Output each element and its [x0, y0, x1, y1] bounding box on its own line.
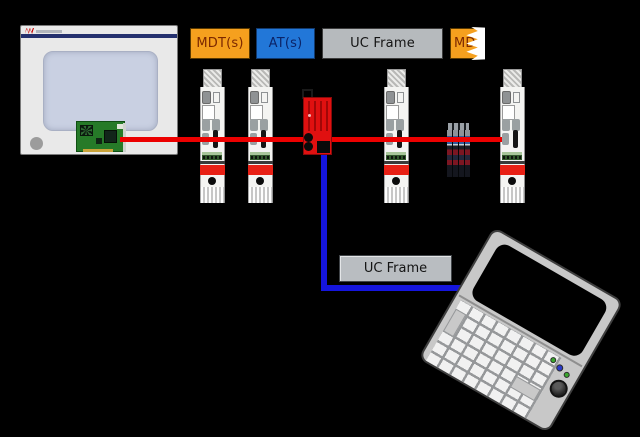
drive-terminal-block — [386, 152, 406, 160]
cycle-tear-edge — [466, 27, 485, 60]
drive-mount-hole — [392, 177, 400, 185]
switch-port-out — [304, 142, 313, 151]
industrial-pc — [20, 25, 178, 155]
switch-ribs — [308, 101, 330, 131]
switch-led — [308, 114, 311, 117]
drive-mount-hole — [508, 177, 516, 185]
drive-display — [202, 105, 215, 120]
laptop-led-green-2 — [562, 370, 571, 379]
legend-uc-frame-label: UC Frame — [350, 36, 415, 51]
drive-terminal-block — [250, 152, 270, 160]
drive-band — [500, 161, 525, 164]
legend-mdt-box: MDT(s) — [190, 28, 250, 59]
drive-heatsink-ribs — [385, 187, 408, 203]
drive-connector — [397, 92, 404, 103]
drive-connector — [513, 92, 520, 103]
drive-network-port — [502, 133, 509, 145]
laptop-trackball — [546, 376, 571, 402]
drive-red-stripe — [500, 165, 525, 175]
drive-slot — [513, 130, 518, 148]
switch-port-in — [304, 133, 313, 142]
servo-drive-4 — [500, 69, 525, 203]
drive-connector — [213, 92, 220, 103]
drive-top-vent — [251, 69, 270, 88]
drive-connector — [202, 119, 210, 131]
drive-display — [250, 105, 263, 120]
network-interface-card — [76, 121, 126, 152]
pcb-label — [117, 124, 124, 129]
drive-heatsink-ribs — [501, 187, 524, 203]
drive-connector — [250, 91, 259, 104]
drive-top-vent — [503, 69, 522, 88]
drive-connector — [202, 91, 211, 104]
drive-connector — [386, 119, 394, 131]
brand-logo-wordmark — [36, 30, 62, 33]
drive-band — [248, 161, 273, 164]
switch-uc-port — [317, 141, 330, 153]
drive-connector — [260, 119, 268, 131]
drive-connector — [512, 119, 520, 131]
io-terminal-block — [447, 123, 470, 177]
legend-at-label: AT(s) — [268, 36, 303, 51]
pc-accent-strip — [21, 34, 177, 38]
io-terminal-tabs — [448, 123, 469, 130]
drive-red-stripe — [200, 165, 225, 175]
servo-drive-3 — [384, 69, 409, 203]
drive-connector — [502, 119, 510, 131]
uc-frame-callout: UC Frame — [339, 255, 452, 282]
pc-display — [43, 51, 158, 131]
drive-connector — [250, 119, 258, 131]
uc-channel-line-horizontal — [321, 285, 476, 291]
drive-mount-hole — [256, 177, 264, 185]
pcb-fan-icon — [80, 125, 93, 136]
drive-top-vent — [387, 69, 406, 88]
drive-terminal-block — [202, 152, 222, 160]
drive-connector — [261, 92, 268, 103]
drive-heatsink-ribs — [201, 187, 224, 203]
pcb-edge-connector — [83, 149, 113, 152]
network-switch — [302, 89, 333, 156]
drive-connector — [212, 119, 220, 131]
drive-terminal-block — [502, 152, 522, 160]
drive-top-vent — [203, 69, 222, 88]
drive-red-stripe — [384, 165, 409, 175]
legend-next-cycle-label: MD — [454, 36, 476, 51]
pcb-chip — [104, 130, 117, 143]
drive-display — [502, 105, 515, 120]
uc-frame-callout-label: UC Frame — [363, 261, 428, 276]
drive-display — [386, 105, 399, 120]
pc-power-button — [30, 137, 43, 150]
legend-mdt-label: MDT(s) — [196, 36, 244, 51]
drive-connector — [396, 119, 404, 131]
servo-drive-1 — [200, 69, 225, 203]
drive-connector — [386, 91, 395, 104]
drive-band — [384, 161, 409, 164]
drive-connector — [502, 91, 511, 104]
drive-heatsink-ribs — [249, 187, 272, 203]
drive-band — [200, 161, 225, 164]
legend-uc-frame-box: UC Frame — [322, 28, 443, 59]
uc-channel-line-vertical — [321, 150, 327, 290]
servo-drive-2 — [248, 69, 273, 203]
drive-mount-hole — [208, 177, 216, 185]
pcb-chip-small — [96, 138, 102, 144]
laptop-led-blue — [554, 363, 565, 373]
drive-red-stripe — [248, 165, 273, 175]
legend-at-box: AT(s) — [256, 28, 315, 59]
